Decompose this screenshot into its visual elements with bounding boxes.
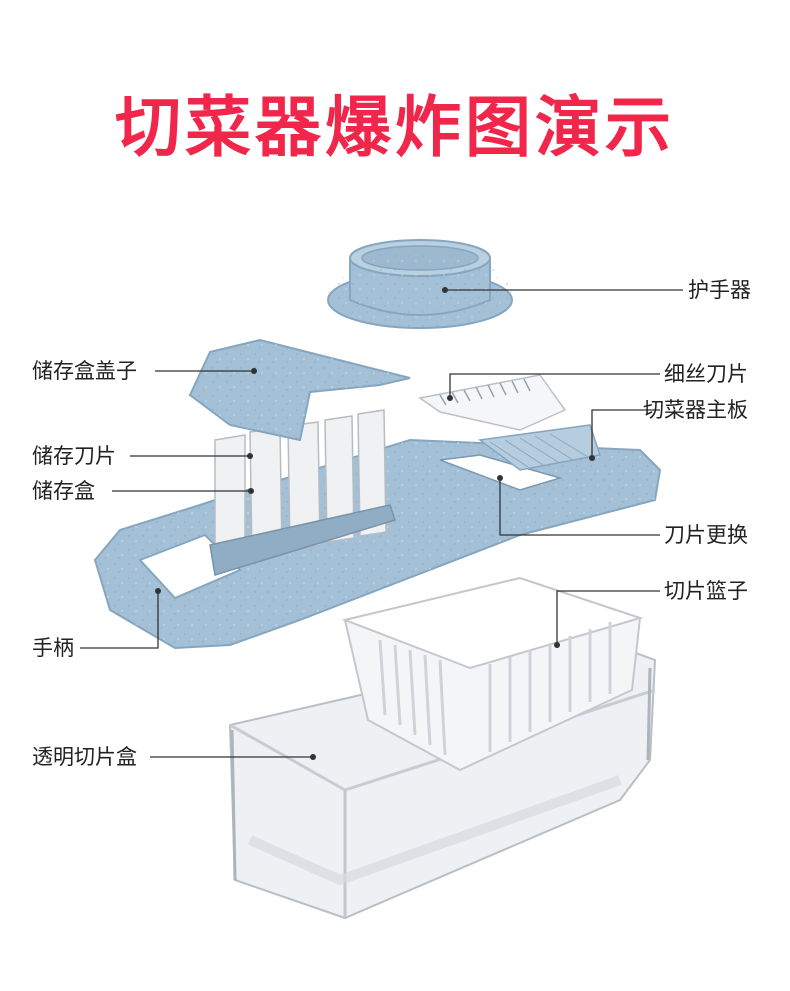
label-slice-basket: 切片篮子 bbox=[664, 579, 748, 603]
leader-lines bbox=[80, 287, 683, 760]
label-stored-blades: 储存刀片 bbox=[32, 444, 116, 468]
slicing-basket bbox=[341, 576, 644, 772]
label-hand-guard: 护手器 bbox=[688, 278, 751, 302]
label-storage-lid: 储存盒盖子 bbox=[32, 359, 137, 383]
label-shred-blade: 细丝刀片 bbox=[664, 362, 748, 386]
label-storage-box: 储存盒 bbox=[32, 479, 95, 503]
leader-blade-swap bbox=[499, 478, 660, 536]
storage-box-lid bbox=[188, 338, 411, 442]
label-main-board: 切菜器主板 bbox=[643, 398, 748, 422]
label-clear-box: 透明切片盒 bbox=[32, 745, 137, 769]
hand-guard bbox=[327, 239, 513, 329]
leader-slice-basket bbox=[556, 590, 660, 645]
page-title: 切菜器爆炸图演示 bbox=[115, 89, 675, 166]
fine-shred-blade bbox=[418, 374, 567, 431]
stored-blades bbox=[209, 409, 396, 576]
label-blade-swap: 刀片更换 bbox=[664, 523, 748, 547]
label-handle: 手柄 bbox=[32, 636, 74, 660]
leader-main-board bbox=[591, 409, 660, 458]
leader-shred-blade bbox=[449, 373, 660, 398]
leader-handle bbox=[80, 591, 159, 649]
